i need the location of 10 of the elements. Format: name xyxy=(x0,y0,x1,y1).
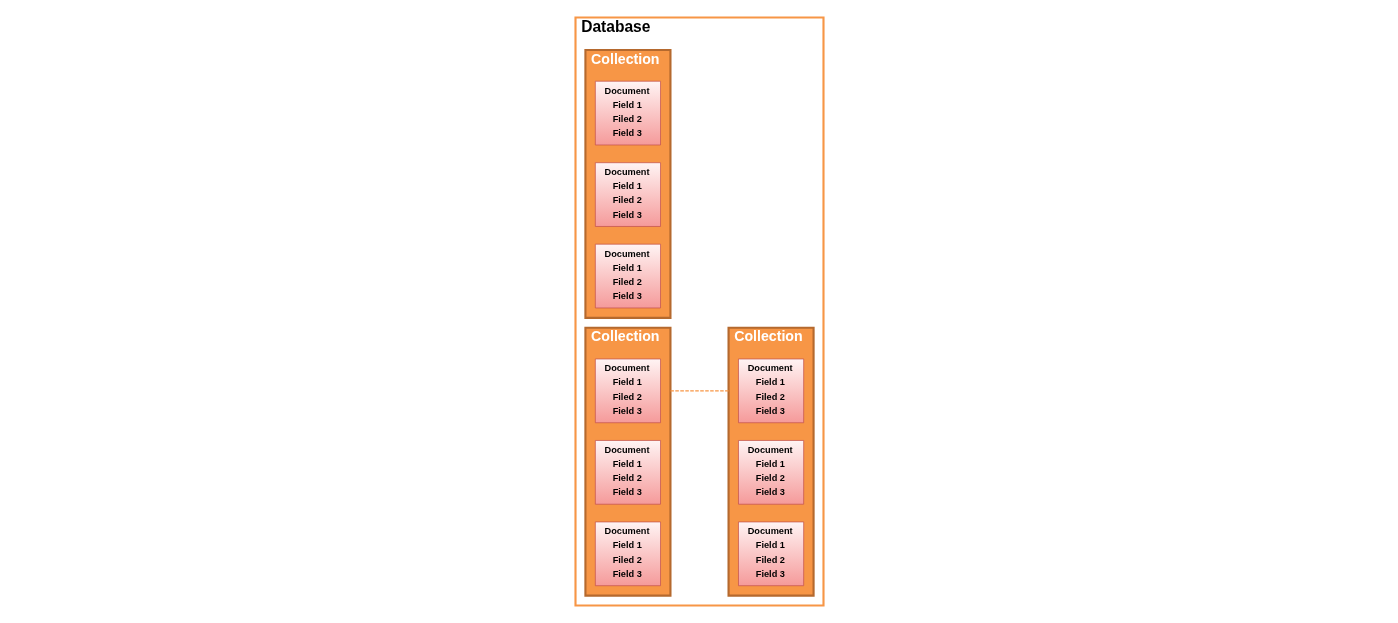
node-box: Document Field 1 Filed 2 Field 3 xyxy=(594,80,661,146)
node-box: Document Field 1 Filed 2 Field 3 xyxy=(737,521,804,587)
node-box: Document Field 1 Filed 2 Field 3 xyxy=(594,521,661,587)
node-box: Document Field 1 Filed 2 Field 3 xyxy=(594,243,661,309)
node-box: Document Field 1 Filed 2 Field 3 xyxy=(594,358,661,424)
connector xyxy=(669,390,729,392)
node-box: Document Field 1 Filed 2 Field 3 xyxy=(737,358,804,424)
node-box: Document Field 1 Field 2 Field 3 xyxy=(594,440,661,505)
node-box: Document Field 1 Filed 2 Field 3 xyxy=(594,162,661,227)
node-box: Document Field 1 Field 2 Field 3 xyxy=(737,440,804,505)
